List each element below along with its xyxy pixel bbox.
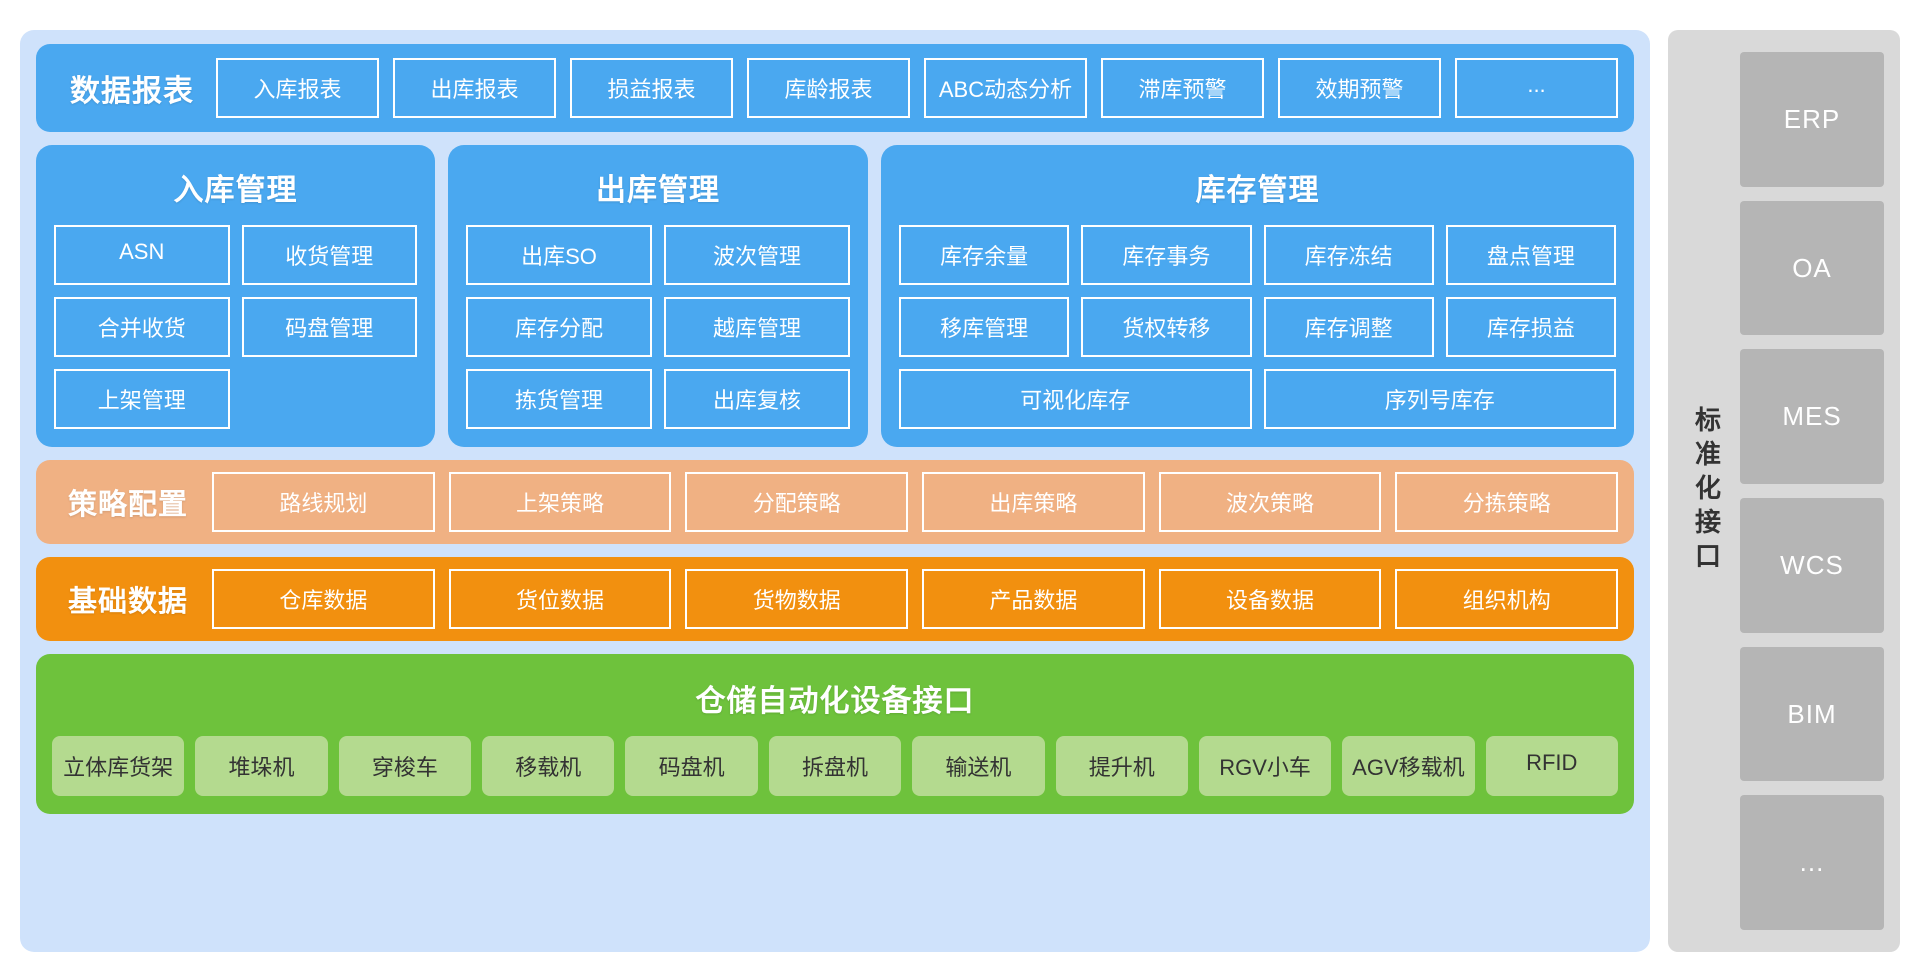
- inbound-management-card: 入库管理 ASN 收货管理 合并收货 码盘管理 上架管理: [36, 145, 435, 447]
- strategy-config-title: 策略配置: [68, 489, 189, 521]
- report-item-more[interactable]: ...: [1455, 58, 1618, 118]
- outbound-item-recheck[interactable]: 出库复核: [664, 369, 850, 429]
- outbound-item-allocation[interactable]: 库存分配: [466, 297, 652, 357]
- inventory-item-adjust[interactable]: 库存调整: [1263, 297, 1434, 357]
- report-item-inbound[interactable]: 入库报表: [216, 58, 379, 118]
- outbound-item-so[interactable]: 出库SO: [466, 225, 652, 285]
- base-data-title: 基础数据: [68, 586, 189, 618]
- report-item-abc[interactable]: ABC动态分析: [924, 58, 1087, 118]
- basedata-item-product[interactable]: 产品数据: [922, 569, 1145, 629]
- inventory-management-items: 库存余量 库存事务 库存冻结 盘点管理 移库管理 货权转移 库存调整 库存损益 …: [899, 225, 1616, 429]
- report-item-stagnant[interactable]: 滞库预警: [1101, 58, 1264, 118]
- report-item-outbound[interactable]: 出库报表: [393, 58, 556, 118]
- outbound-item-crossdock[interactable]: 越库管理: [664, 297, 850, 357]
- automation-item-asrs-rack[interactable]: 立体库货架: [52, 736, 185, 796]
- inventory-item-freeze[interactable]: 库存冻结: [1263, 225, 1434, 285]
- interface-item-mes[interactable]: MES: [1740, 349, 1884, 485]
- automation-item-conveyor[interactable]: 输送机: [912, 736, 1045, 796]
- inbound-management-items: ASN 收货管理 合并收货 码盘管理 上架管理: [54, 225, 417, 429]
- inventory-item-stocktake[interactable]: 盘点管理: [1445, 225, 1616, 285]
- inbound-item-putaway[interactable]: 上架管理: [54, 369, 230, 429]
- interface-item-bim[interactable]: BIM: [1740, 646, 1884, 782]
- outbound-item-picking[interactable]: 拣货管理: [466, 369, 652, 429]
- inventory-item-pnl[interactable]: 库存损益: [1445, 297, 1616, 357]
- interface-item-more[interactable]: ...: [1740, 795, 1884, 931]
- outbound-management-title: 出库管理: [596, 174, 720, 207]
- standard-interface-label: 标准化接口: [1691, 406, 1722, 576]
- inventory-item-serial[interactable]: 序列号库存: [1263, 369, 1616, 429]
- standard-interface-items: ERP OA MES WCS BIM ...: [1740, 52, 1884, 931]
- strategy-item-outbound[interactable]: 出库策略: [922, 472, 1145, 532]
- inventory-item-move[interactable]: 移库管理: [899, 297, 1070, 357]
- automation-item-palletizer[interactable]: 码盘机: [625, 736, 758, 796]
- automation-item-lifter[interactable]: 提升机: [1055, 736, 1188, 796]
- inbound-item-asn[interactable]: ASN: [54, 225, 230, 285]
- strategy-item-route[interactable]: 路线规划: [212, 472, 435, 532]
- outbound-management-card: 出库管理 出库SO 波次管理 库存分配 越库管理 拣货管理 出库复核: [448, 145, 868, 447]
- inventory-item-balance[interactable]: 库存余量: [899, 225, 1070, 285]
- basedata-item-org[interactable]: 组织机构: [1395, 569, 1619, 629]
- inbound-item-empty: [242, 369, 418, 429]
- inventory-management-card: 库存管理 库存余量 库存事务 库存冻结 盘点管理 移库管理 货权转移 库存调整 …: [881, 145, 1634, 447]
- inventory-item-visual[interactable]: 可视化库存: [899, 369, 1252, 429]
- inventory-management-title: 库存管理: [1195, 174, 1320, 207]
- strategy-item-wave[interactable]: 波次策略: [1158, 472, 1382, 532]
- inbound-item-palletize[interactable]: 码盘管理: [241, 297, 417, 357]
- basedata-item-goods[interactable]: 货物数据: [685, 569, 909, 629]
- automation-item-agv[interactable]: AGV移载机: [1342, 736, 1475, 796]
- automation-item-depalletizer[interactable]: 拆盘机: [768, 736, 902, 796]
- outbound-item-wave[interactable]: 波次管理: [664, 225, 850, 285]
- base-data-band: 基础数据 仓库数据 货位数据 货物数据 产品数据 设备数据 组织机构: [36, 557, 1634, 641]
- strategy-config-band: 策略配置 路线规划 上架策略 分配策略 出库策略 波次策略 分拣策略: [36, 460, 1634, 544]
- base-data-items: 仓库数据 货位数据 货物数据 产品数据 设备数据 组织机构: [212, 569, 1619, 629]
- basedata-item-location[interactable]: 货位数据: [448, 569, 672, 629]
- basedata-item-equipment[interactable]: 设备数据: [1158, 569, 1382, 629]
- main-panel: 数据报表 入库报表 出库报表 损益报表 库龄报表 ABC动态分析 滞库预警 效期…: [20, 30, 1650, 952]
- data-reports-items: 入库报表 出库报表 损益报表 库龄报表 ABC动态分析 滞库预警 效期预警 ..…: [216, 58, 1618, 118]
- report-item-pnl[interactable]: 损益报表: [570, 58, 733, 118]
- strategy-config-items: 路线规划 上架策略 分配策略 出库策略 波次策略 分拣策略: [212, 472, 1619, 532]
- inbound-management-title: 入库管理: [173, 174, 298, 207]
- strategy-item-putaway[interactable]: 上架策略: [448, 472, 672, 532]
- inventory-item-ownership[interactable]: 货权转移: [1081, 297, 1252, 357]
- data-reports-band: 数据报表 入库报表 出库报表 损益报表 库龄报表 ABC动态分析 滞库预警 效期…: [36, 44, 1634, 132]
- standard-interface-panel: 标准化接口 ERP OA MES WCS BIM ...: [1668, 30, 1900, 952]
- interface-item-wcs[interactable]: WCS: [1740, 498, 1884, 633]
- automation-item-rfid[interactable]: RFID: [1485, 736, 1618, 796]
- inbound-item-merge-receive[interactable]: 合并收货: [54, 297, 230, 357]
- automation-equipment-title: 仓储自动化设备接口: [695, 685, 975, 718]
- data-reports-title: 数据报表: [70, 75, 194, 108]
- automation-item-shuttle[interactable]: 穿梭车: [338, 736, 472, 796]
- automation-item-transfer[interactable]: 移载机: [482, 736, 615, 796]
- strategy-item-sorting[interactable]: 分拣策略: [1395, 472, 1619, 532]
- automation-item-rgv[interactable]: RGV小车: [1198, 736, 1332, 796]
- strategy-item-allocation[interactable]: 分配策略: [685, 472, 909, 532]
- report-item-expiry[interactable]: 效期预警: [1278, 58, 1441, 118]
- management-row: 入库管理 ASN 收货管理 合并收货 码盘管理 上架管理 出库管理 出库SO 波…: [36, 145, 1634, 447]
- basedata-item-warehouse[interactable]: 仓库数据: [212, 569, 435, 629]
- interface-item-oa[interactable]: OA: [1740, 200, 1884, 336]
- inventory-item-transaction[interactable]: 库存事务: [1081, 225, 1252, 285]
- automation-equipment-items: 立体库货架 堆垛机 穿梭车 移载机 码盘机 拆盘机 输送机 提升机 RGV小车 …: [52, 736, 1618, 796]
- automation-item-stacker[interactable]: 堆垛机: [195, 736, 328, 796]
- inbound-item-receiving[interactable]: 收货管理: [241, 225, 417, 285]
- report-item-age[interactable]: 库龄报表: [747, 58, 910, 118]
- interface-item-erp[interactable]: ERP: [1740, 52, 1884, 187]
- outbound-management-items: 出库SO 波次管理 库存分配 越库管理 拣货管理 出库复核: [466, 225, 850, 429]
- automation-equipment-band: 仓储自动化设备接口 立体库货架 堆垛机 穿梭车 移载机 码盘机 拆盘机 输送机 …: [36, 654, 1634, 814]
